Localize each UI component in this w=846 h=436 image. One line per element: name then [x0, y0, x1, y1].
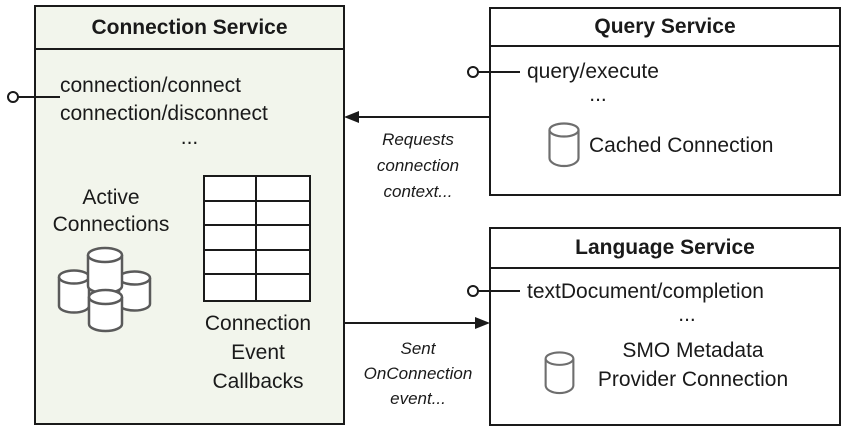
- database-icon: [548, 122, 580, 168]
- requests-arrow-label: Requests connection context...: [376, 130, 460, 201]
- table-cell: [205, 275, 257, 300]
- callbacks-label: Connection Event Callbacks: [204, 312, 312, 393]
- language-service-title: Language Service: [491, 229, 839, 269]
- table-cell: [205, 250, 257, 276]
- table-cell: [257, 202, 309, 227]
- connection-method-ellipsis: ...: [180, 126, 199, 149]
- cached-connection-label: Cached Connection: [589, 134, 774, 157]
- query-method-ellipsis: ...: [589, 83, 607, 106]
- language-method-ellipsis: ...: [678, 303, 696, 326]
- connection-service-title: Connection Service: [36, 7, 343, 50]
- table-cell: [257, 251, 309, 276]
- table-cell: [257, 177, 309, 202]
- database-icon: [544, 351, 575, 395]
- connection-event-callbacks-table: [203, 175, 311, 302]
- onconnection-arrow-label: Sent OnConnection event...: [363, 339, 473, 408]
- language-method: textDocument/completion: [527, 280, 764, 303]
- query-service-box: Query Service: [489, 7, 841, 196]
- active-connections-label: Active Connections: [52, 186, 170, 236]
- query-method: query/execute: [527, 60, 659, 83]
- table-cell: [205, 226, 257, 251]
- connection-method: connection/connect: [60, 74, 241, 97]
- table-cell: [205, 201, 257, 227]
- connection-method: connection/disconnect: [60, 102, 268, 125]
- onconnection-event-arrow: [344, 317, 490, 329]
- table-cell: [257, 226, 309, 251]
- language-service-box: Language Service: [489, 227, 841, 426]
- query-service-title: Query Service: [491, 9, 839, 47]
- database-cluster-icon: [57, 246, 152, 333]
- table-cell: [205, 177, 257, 202]
- smo-metadata-label: SMO Metadata Provider Connection: [597, 339, 789, 391]
- requests-connection-arrow: [344, 111, 490, 123]
- table-cell: [257, 275, 309, 300]
